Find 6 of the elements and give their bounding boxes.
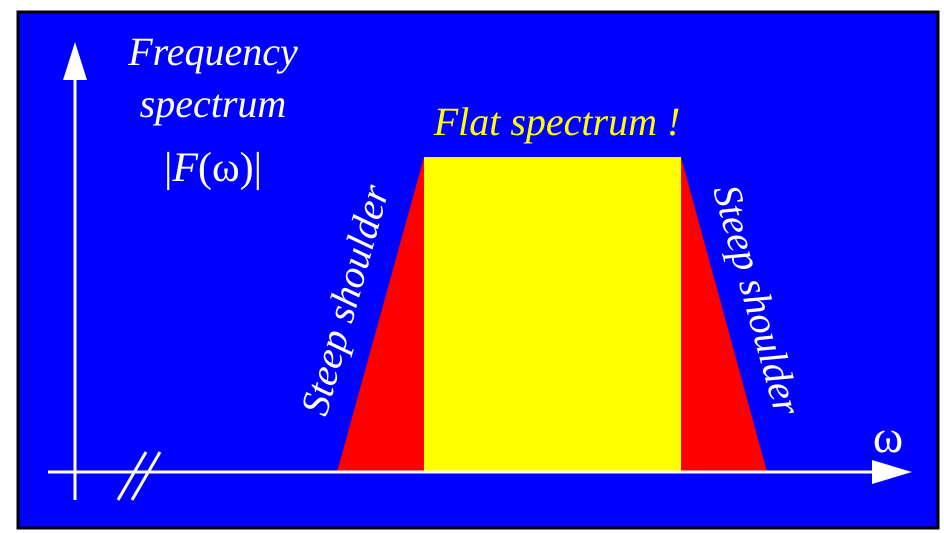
annotation: Flat spectrum ! xyxy=(432,98,682,146)
axis-title: Frequency spectrum xyxy=(127,28,299,128)
shoulder-label: Steep shoulder xyxy=(290,178,399,422)
axis-label: ω xyxy=(872,410,904,464)
axis-label: |F(ω)| xyxy=(162,144,264,192)
shoulder-label: Steep shoulder xyxy=(703,178,812,422)
